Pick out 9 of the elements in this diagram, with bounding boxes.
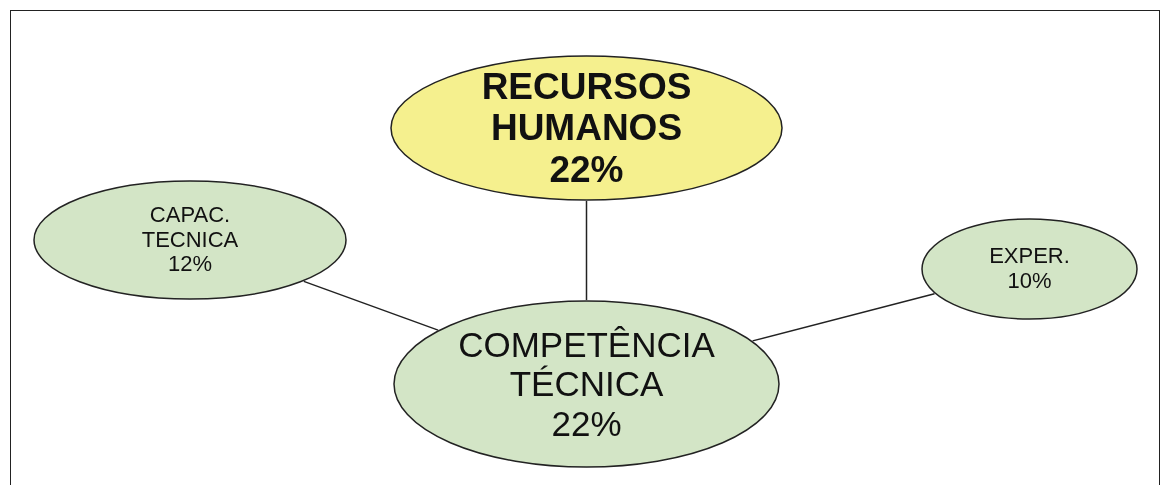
node-label: 22%: [549, 148, 624, 191]
node-label: 22%: [551, 403, 622, 443]
node-label: CAPAC. TECNICA 12%: [140, 203, 240, 277]
connector-line: [751, 292, 936, 342]
connector-line: [303, 280, 439, 331]
node-label: RECURSOS HUMANOS: [480, 65, 693, 149]
node-label: COMPETÊNCIA TÉCNICA: [457, 325, 716, 404]
node-label: EXPER. 10%: [988, 244, 1071, 294]
connector-line: [585, 200, 588, 301]
